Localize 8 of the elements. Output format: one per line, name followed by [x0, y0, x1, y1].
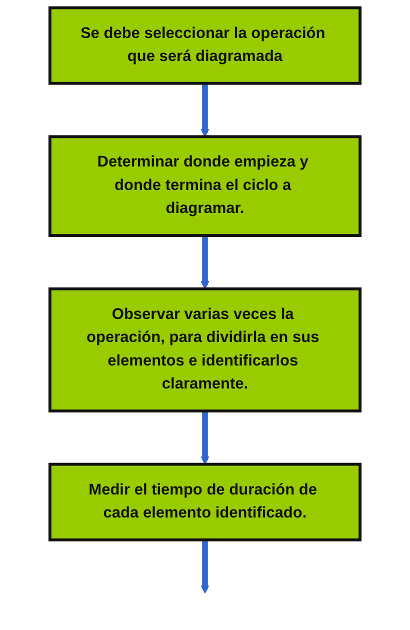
- arrow: [200, 540, 210, 594]
- node-box: Se debe seleccionar la operación que será diagramada: [48, 6, 362, 85]
- arrow: [200, 236, 210, 290]
- node-box: Medir el tiempo de duración de cada elemento identificado.: [48, 462, 362, 542]
- node-box: Observar varias veces la operación, para dividirla en sus elementos e identificarlos claramente.: [48, 287, 362, 412]
- arrow: [200, 410, 210, 465]
- node-box: Determinar donde empieza y donde termina el ciclo a diagramar.: [48, 135, 362, 237]
- arrow: [200, 83, 210, 138]
